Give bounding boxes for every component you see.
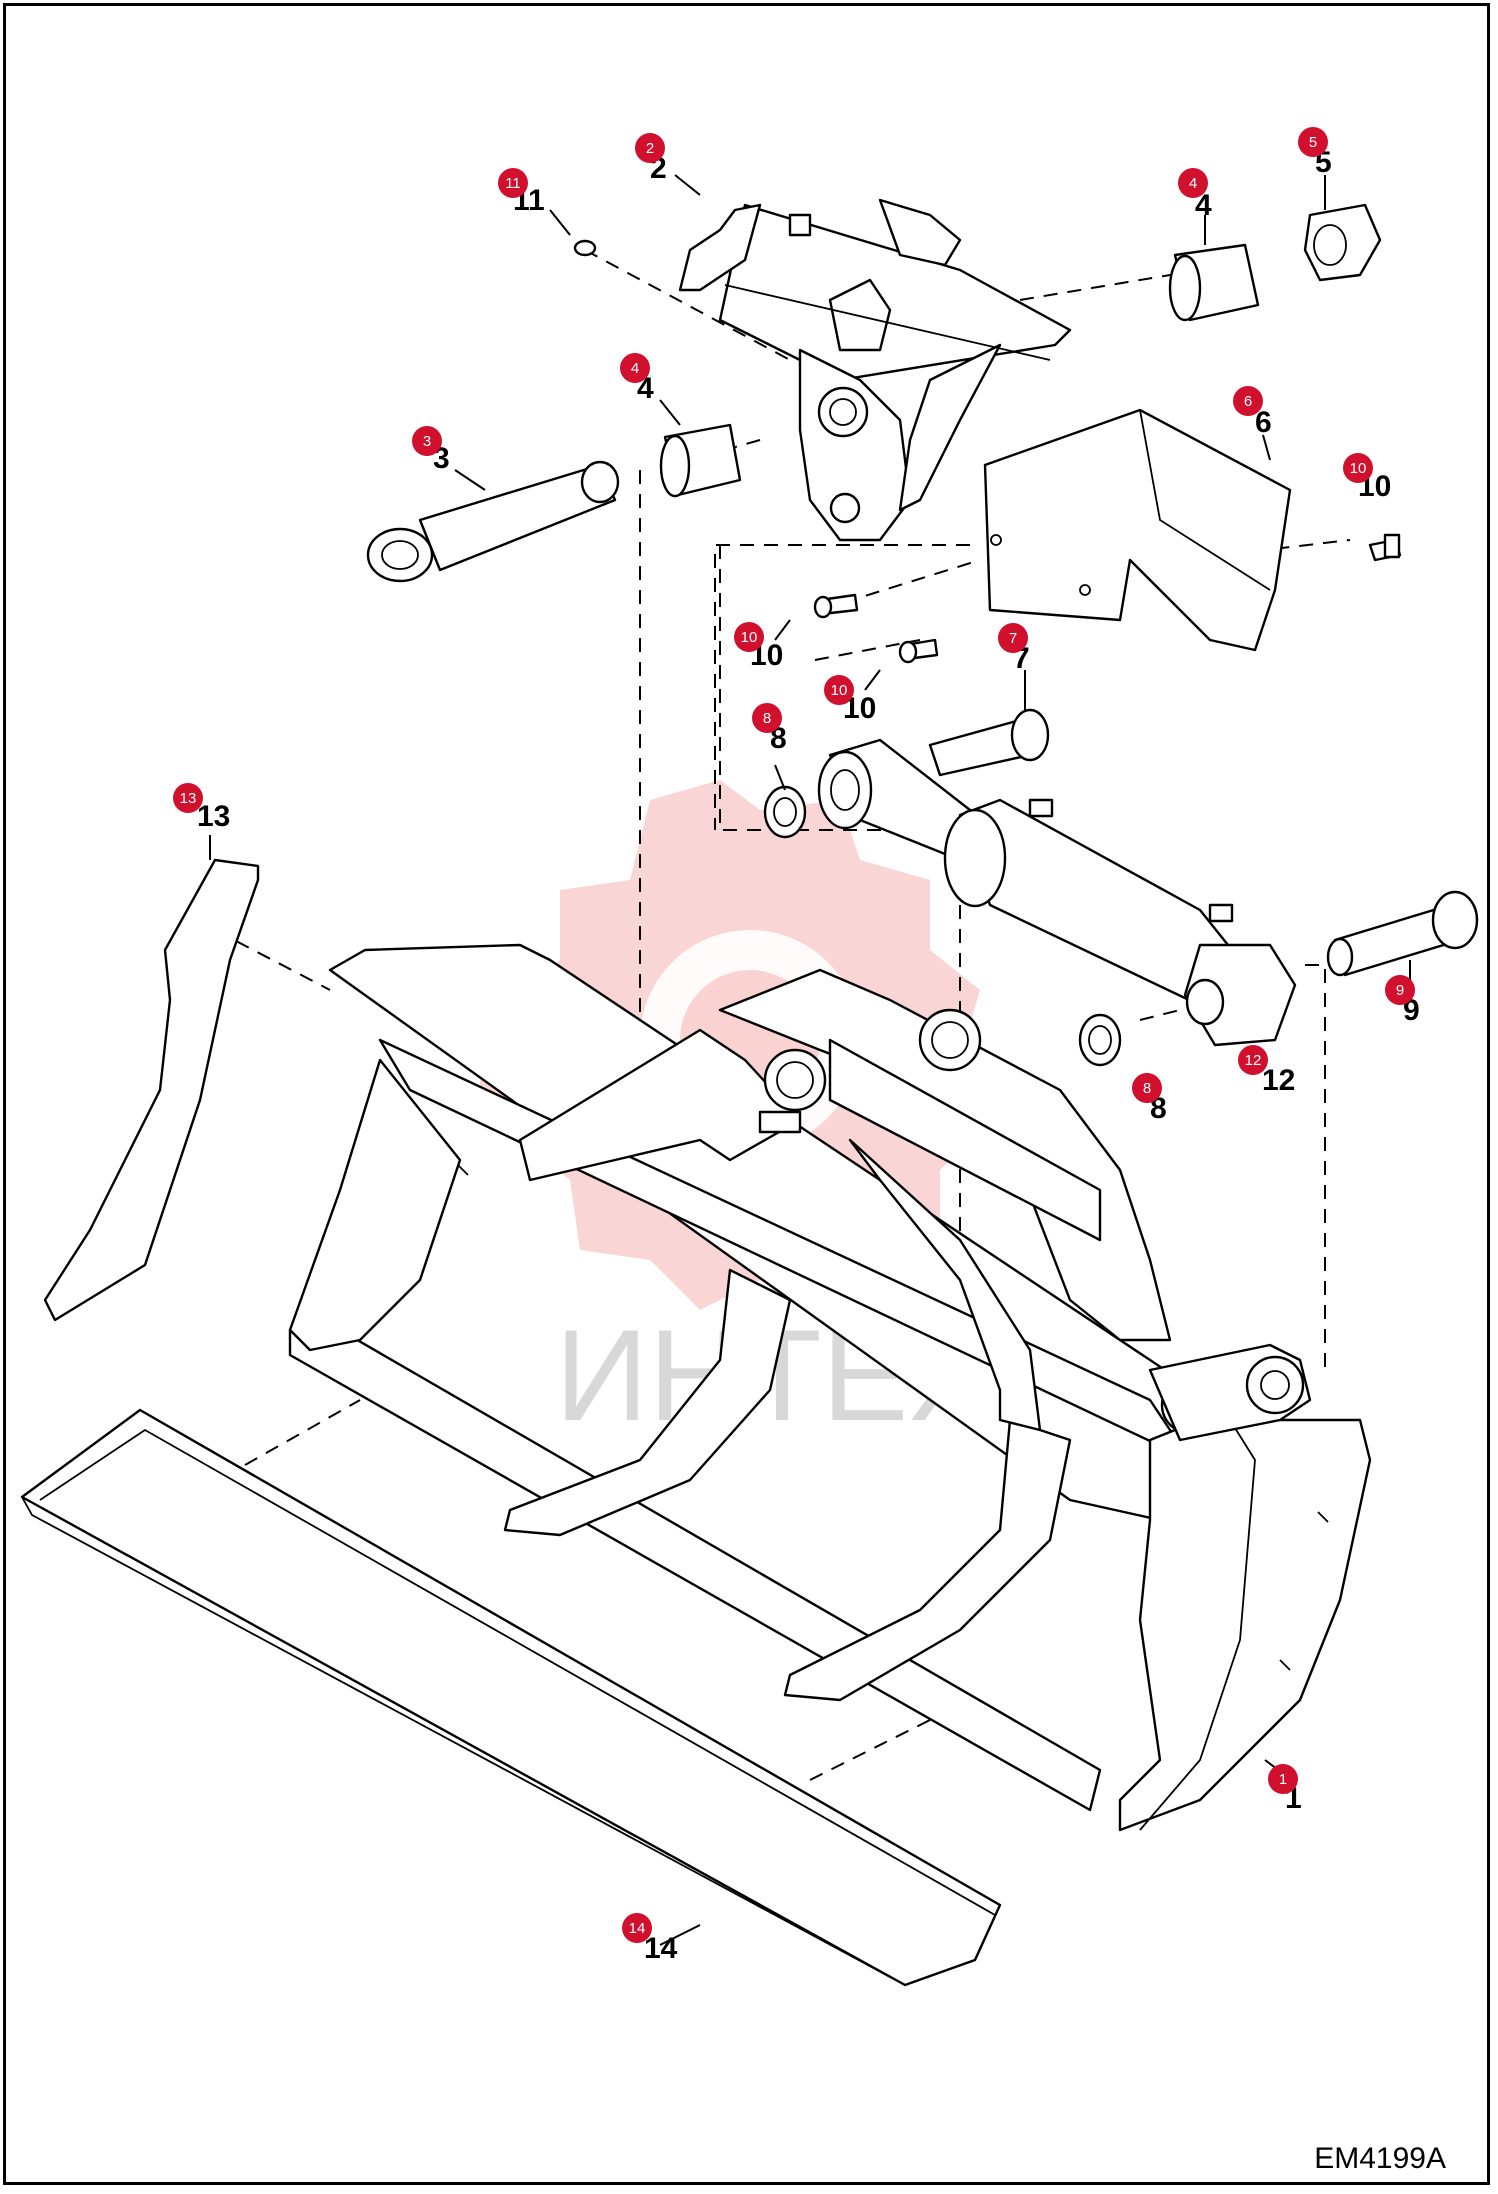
callout-1: 1 1: [1268, 1764, 1302, 1815]
part-3-pivot-pin: [366, 460, 620, 583]
part-1-grapple-frame: [288, 943, 1372, 1832]
callout-10-left: 10 10: [734, 622, 783, 672]
badge-4a: 4: [631, 360, 639, 377]
callout-2: 2 2: [635, 133, 667, 185]
part-4-bushing-right: [1168, 243, 1260, 322]
callout-10-right: 10 10: [1343, 453, 1391, 503]
badge-3: 3: [423, 433, 431, 450]
part-10-bolt-left: [813, 593, 859, 619]
badge-4b: 4: [1189, 175, 1197, 192]
callout-8-upper: 8 8: [752, 703, 787, 755]
badge-12: 12: [1245, 1052, 1262, 1069]
badge-13: 13: [180, 790, 197, 807]
badge-2: 2: [646, 140, 654, 157]
badge-1: 1: [1279, 1771, 1287, 1788]
part-4-bushing-left: [659, 423, 742, 498]
label-14: 14: [644, 1932, 678, 1965]
callout-12: 12 12: [1238, 1045, 1295, 1097]
part-5-nut: [1303, 203, 1382, 282]
badge-9: 9: [1396, 982, 1404, 999]
callout-9: 9 9: [1385, 975, 1420, 1027]
callout-6: 6 6: [1233, 386, 1272, 439]
badge-8b: 8: [1143, 1080, 1151, 1097]
drawing-code: EM4199A: [1314, 2142, 1446, 2175]
part-13-side-tooth: [43, 858, 260, 1322]
part-9-pin: [1326, 890, 1479, 977]
part-14-cutting-edge: [20, 1408, 1002, 1987]
badge-5: 5: [1309, 134, 1317, 151]
badge-10a: 10: [741, 629, 758, 646]
callout-8-lower: 8 8: [1132, 1073, 1167, 1125]
part-11-grease-fitting: [573, 239, 597, 257]
label-12: 12: [1262, 1064, 1295, 1097]
callout-4-upper-right: 4 4: [1178, 168, 1212, 222]
drawing-border: [3, 3, 1490, 2185]
badge-14: 14: [629, 1920, 646, 1937]
callout-3: 3 3: [412, 426, 450, 475]
part-10-bolt-center: [898, 638, 939, 664]
badge-6: 6: [1244, 393, 1252, 410]
badge-8a: 8: [763, 710, 771, 727]
callout-4-left: 4 4: [620, 353, 654, 405]
part-7-pin: [928, 708, 1050, 777]
label-4b: 4: [1195, 189, 1212, 222]
callout-7: 7 7: [998, 623, 1030, 675]
part-6-guard: [983, 408, 1292, 652]
badge-11: 11: [505, 175, 521, 192]
part-10-bolt-right: [1368, 533, 1402, 562]
label-13: 13: [197, 800, 230, 833]
badge-7: 7: [1009, 630, 1017, 647]
callout-5: 5 5: [1298, 127, 1332, 179]
label-6: 6: [1255, 406, 1272, 439]
callout-13: 13 13: [173, 783, 230, 833]
part-2-mount-bracket: [678, 198, 1072, 542]
callout-14: 14 14: [622, 1913, 678, 1965]
callout-10-center: 10 10: [824, 675, 876, 725]
part-8-clip-upper: [763, 785, 807, 839]
callout-11: 11 11: [498, 168, 545, 217]
part-12-hydraulic-cylinder: [817, 738, 1297, 1047]
badge-10c: 10: [1350, 460, 1367, 477]
part-8-clip-lower: [1078, 1013, 1122, 1067]
badge-10b: 10: [831, 682, 848, 699]
